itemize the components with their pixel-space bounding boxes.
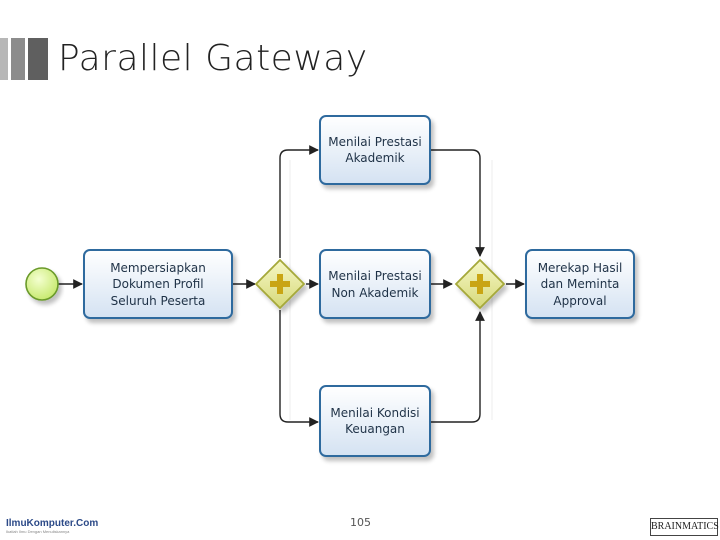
task-academic: Menilai Prestasi Akademik xyxy=(319,115,431,185)
task-financial-line-2: Keuangan xyxy=(345,422,405,436)
brainmatics-logo: BRAINMATICS xyxy=(650,518,719,536)
task-academic-line-2: Akademik xyxy=(345,151,404,165)
task-prepare-line-3: Seluruh Peserta xyxy=(111,294,206,308)
task-recap-line-2: dan Meminta xyxy=(541,277,620,291)
task-recap-line-1: Merekap Hasil xyxy=(538,261,623,275)
parallel-gateway-split xyxy=(254,258,306,310)
flow-academic-to-join xyxy=(430,149,485,257)
task-recap-line-3: Approval xyxy=(553,294,606,308)
title-accent-bars xyxy=(0,38,52,80)
flow-split-to-academic xyxy=(279,145,319,258)
ilmukomputer-logo: IlmuKomputer.Com Ikatlah Ilmu Dengan Men… xyxy=(6,518,99,536)
parallel-gateway-join xyxy=(454,258,506,310)
task-recap: Merekap Hasil dan Meminta Approval xyxy=(525,249,635,319)
flow-split-to-financial xyxy=(279,310,319,427)
plus-icon xyxy=(470,274,490,294)
ilmukomputer-logo-text: IlmuKomputer.Com xyxy=(6,518,99,529)
plus-icon xyxy=(270,274,290,294)
slide-title: Parallel Gateway xyxy=(58,38,368,79)
task-financial-line-1: Menilai Kondisi xyxy=(330,406,419,420)
task-non-academic-line-1: Menilai Prestasi xyxy=(328,269,422,283)
sequence-flows xyxy=(58,145,525,427)
task-academic-line-1: Menilai Prestasi xyxy=(328,135,422,149)
task-non-academic: Menilai Prestasi Non Akademik xyxy=(319,249,431,319)
task-financial: Menilai Kondisi Keuangan xyxy=(319,385,431,457)
task-prepare-line-1: Mempersiapkan xyxy=(110,261,206,275)
task-prepare: Mempersiapkan Dokumen Profil Seluruh Pes… xyxy=(83,249,233,319)
flow-financial-to-join xyxy=(430,311,485,423)
start-event xyxy=(25,267,59,301)
task-non-academic-line-2: Non Akademik xyxy=(331,286,418,300)
page-number: 105 xyxy=(350,516,371,529)
task-prepare-line-2: Dokumen Profil xyxy=(112,277,203,291)
ilmukomputer-logo-tagline: Ikatlah Ilmu Dengan Menuliskannya xyxy=(6,529,70,534)
